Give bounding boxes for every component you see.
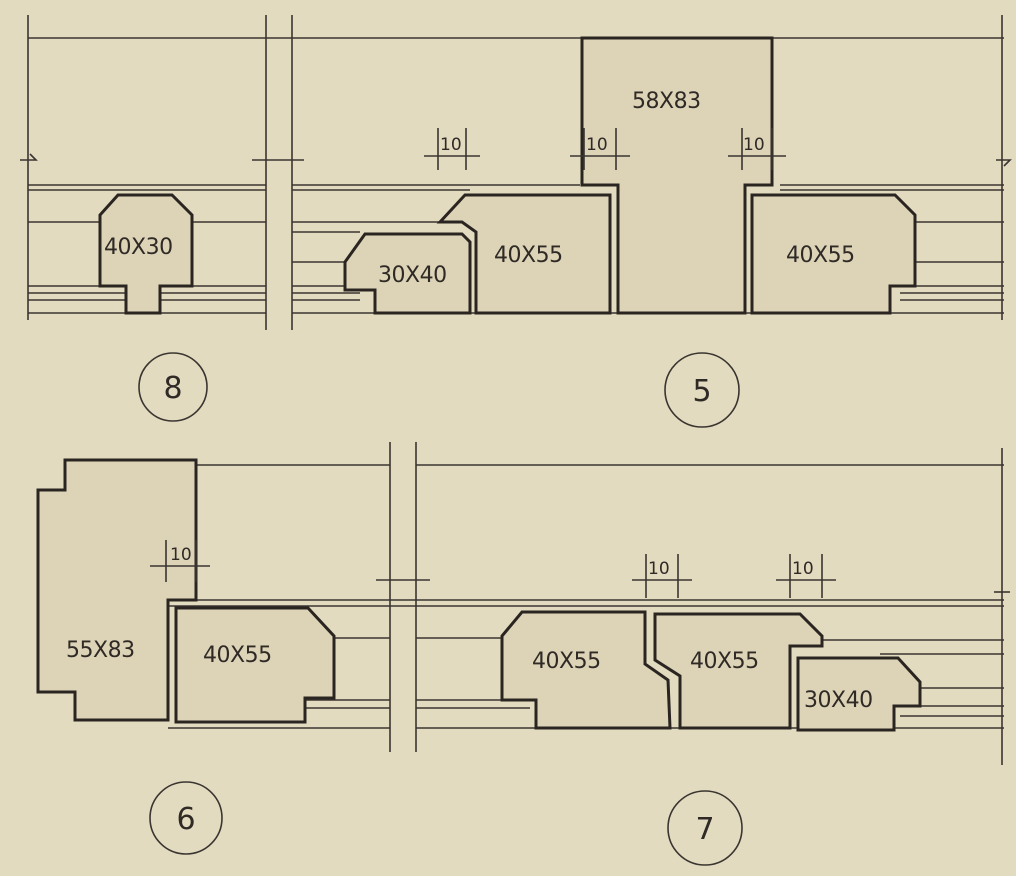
- detail-number: 7: [695, 812, 714, 847]
- profile-7-40x55-right: 40X55: [653, 612, 824, 730]
- profile-5-30x40: 30X40: [343, 232, 472, 315]
- profile-label: 40X55: [690, 649, 759, 674]
- profile-5-40x55-right: 40X55: [750, 193, 917, 315]
- dimension-5-b: 10: [570, 128, 630, 170]
- profile-5-40x55-left: 40X55: [436, 193, 612, 315]
- bottom-section-frame: [168, 442, 1010, 765]
- detail-number: 8: [163, 371, 182, 406]
- detail-number: 6: [176, 802, 195, 837]
- profile-label: 40X55: [494, 243, 563, 268]
- profile-5-58x83: 58X83: [580, 36, 774, 315]
- dimension-7-a: 10: [632, 554, 692, 598]
- profile-label: 30X40: [378, 263, 447, 288]
- detail-marker-5: 5: [664, 352, 740, 428]
- dimension-7-b: 10: [776, 554, 836, 598]
- dimension-6-a: 10: [150, 540, 210, 582]
- dimension-label: 10: [792, 559, 814, 579]
- profile-label: 55X83: [66, 638, 135, 663]
- detail-marker-6: 6: [149, 781, 223, 855]
- profile-label: 40X55: [203, 643, 272, 668]
- profile-label: 40X30: [104, 235, 173, 260]
- dimension-label: 10: [743, 135, 765, 155]
- dimension-label: 10: [648, 559, 670, 579]
- profile-6-55x83: 55X83: [36, 458, 198, 722]
- dimension-label: 10: [440, 135, 462, 155]
- detail-marker-8: 8: [138, 352, 208, 422]
- profile-label: 30X40: [804, 688, 873, 713]
- dimension-5-c: 10: [728, 128, 786, 170]
- profile-8-40x30: 40X30: [98, 193, 194, 315]
- profile-7-40x55-left: 40X55: [500, 610, 672, 730]
- profile-6-40x55: 40X55: [174, 606, 336, 724]
- profile-label: 58X83: [632, 89, 701, 114]
- detail-marker-7: 7: [667, 790, 743, 866]
- profile-label: 40X55: [786, 243, 855, 268]
- profile-7-30x40: 30X40: [796, 656, 922, 732]
- dimension-5-a: 10: [424, 128, 480, 170]
- profile-label: 40X55: [532, 649, 601, 674]
- dimension-label: 10: [170, 545, 192, 565]
- dimension-label: 10: [586, 135, 608, 155]
- detail-number: 5: [692, 374, 711, 409]
